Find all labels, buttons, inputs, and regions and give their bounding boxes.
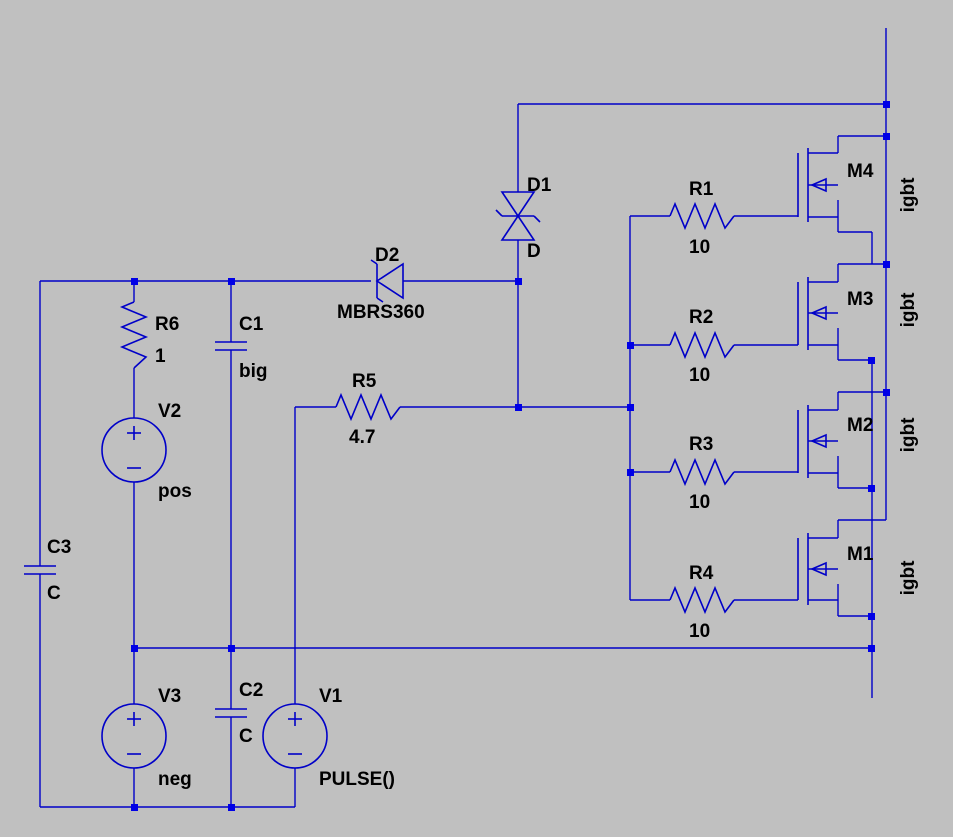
junction-dots xyxy=(131,101,890,811)
r2-value: 10 xyxy=(689,365,710,386)
r1-ref: R1 xyxy=(689,179,714,200)
v2-value: pos xyxy=(158,481,192,502)
c3-ref: C3 xyxy=(47,537,71,558)
transistor-m3[interactable] xyxy=(797,277,838,350)
r4-ref: R4 xyxy=(689,563,714,584)
capacitor-c3[interactable] xyxy=(24,565,56,578)
d2-value: MBRS360 xyxy=(337,302,425,323)
m4-ref: M4 xyxy=(847,161,874,182)
diode-d1-tvs[interactable] xyxy=(495,191,541,241)
r5-value: 4.7 xyxy=(349,427,375,448)
r3-ref: R3 xyxy=(689,434,713,455)
v1-value: PULSE() xyxy=(319,769,395,790)
transistor-m1[interactable] xyxy=(797,533,838,605)
r5-ref: R5 xyxy=(352,371,377,392)
r3-value: 10 xyxy=(689,492,710,513)
v3-value: neg xyxy=(158,769,192,790)
v1-ref: V1 xyxy=(319,686,343,707)
c3-value: C xyxy=(47,583,61,604)
d1-ref: D1 xyxy=(527,175,552,196)
resistor-r4[interactable] xyxy=(669,585,735,615)
r6-ref: R6 xyxy=(155,314,179,335)
transistor-m2[interactable] xyxy=(797,405,838,478)
c1-ref: C1 xyxy=(239,314,264,335)
r1-value: 10 xyxy=(689,237,710,258)
resistor-r5[interactable] xyxy=(335,392,401,422)
resistor-r1[interactable] xyxy=(669,201,735,231)
resistor-r3[interactable] xyxy=(669,457,735,487)
r4-value: 10 xyxy=(689,621,710,642)
v3-ref: V3 xyxy=(158,686,181,707)
d2-ref: D2 xyxy=(375,245,399,266)
m1-ref: M1 xyxy=(847,544,874,565)
c1-value: big xyxy=(239,361,268,382)
transistor-m4[interactable] xyxy=(797,148,838,222)
resistor-r2[interactable] xyxy=(669,330,735,360)
v2-ref: V2 xyxy=(158,401,181,422)
m3-value: igbt xyxy=(898,292,919,327)
m4-value: igbt xyxy=(898,177,919,212)
r6-value: 1 xyxy=(155,346,166,367)
m2-ref: M2 xyxy=(847,415,873,436)
r2-ref: R2 xyxy=(689,307,713,328)
m1-value: igbt xyxy=(898,560,919,595)
c2-value: C xyxy=(239,726,253,747)
wires xyxy=(39,28,887,808)
resistor-r6[interactable] xyxy=(119,301,149,369)
c2-ref: C2 xyxy=(239,680,263,701)
diode-d2[interactable] xyxy=(370,259,404,303)
capacitor-c2[interactable] xyxy=(215,708,247,718)
d1-value: D xyxy=(527,241,541,262)
m2-value: igbt xyxy=(898,417,919,452)
voltage-source-v2[interactable] xyxy=(101,417,167,483)
voltage-source-v1[interactable] xyxy=(262,703,328,769)
voltage-source-v3[interactable] xyxy=(101,703,167,769)
m3-ref: M3 xyxy=(847,289,873,310)
capacitor-c1[interactable] xyxy=(215,341,247,351)
